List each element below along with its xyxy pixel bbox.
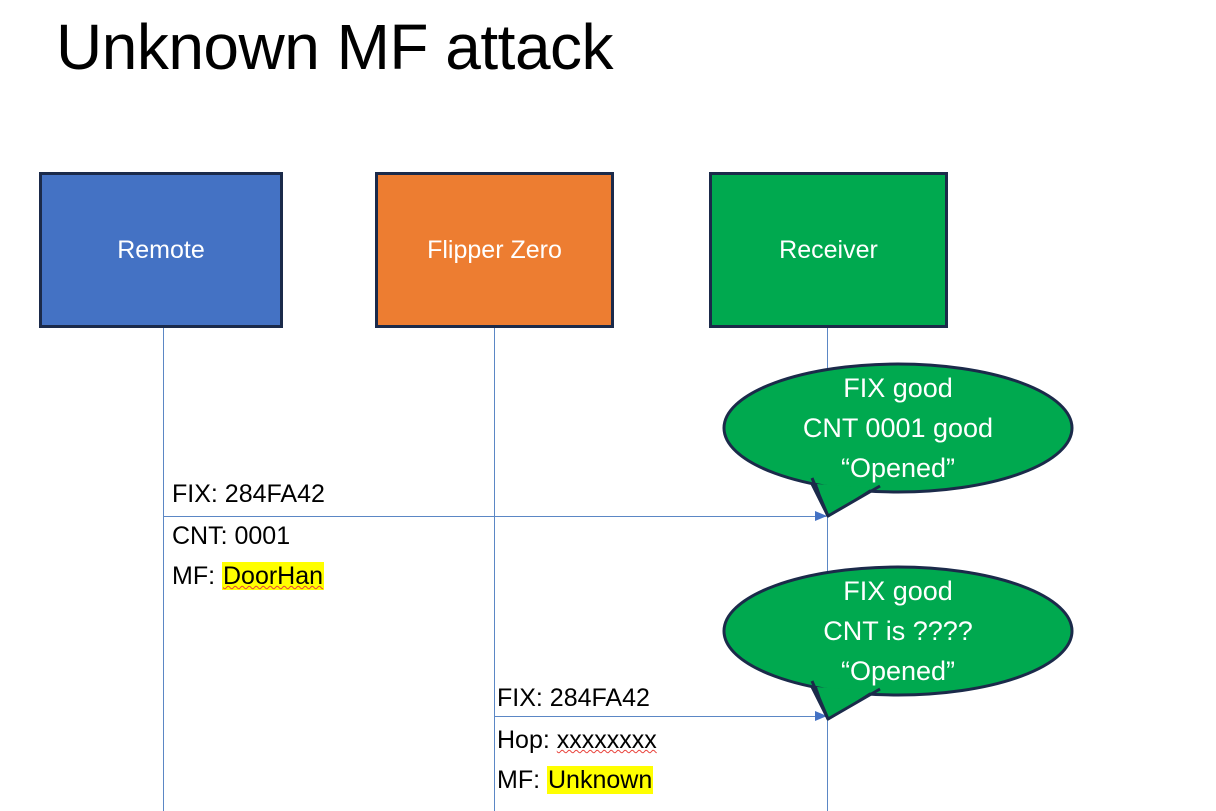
message-arrow-remote-to-receiver — [163, 511, 827, 521]
speech-bubble-receiver-response-1: FIX good CNT 0001 good “Opened” — [722, 360, 1074, 520]
actor-box-remote[interactable]: Remote — [39, 172, 283, 328]
message-label-flipper-to-receiver: FIX: 284FA42 Hop: xxxxxxxx MF: Unknown — [497, 678, 657, 800]
message-line-label: MF: — [172, 562, 222, 590]
message-line-label: MF: — [497, 766, 547, 794]
message-line-value: 284FA42 — [224, 480, 325, 508]
actor-label-remote: Remote — [117, 236, 205, 264]
message-arrow-flipper-to-receiver — [494, 711, 827, 721]
message-line: MF: DoorHan — [172, 556, 325, 596]
page-title: Unknown MF attack — [56, 11, 614, 83]
message-line: Hop: xxxxxxxx — [497, 720, 657, 760]
message-line: CNT: 0001 — [172, 516, 325, 556]
actor-box-flipper[interactable]: Flipper Zero — [375, 172, 614, 328]
message-line-label: Hop: — [497, 726, 557, 754]
message-line-value: xxxxxxxx — [556, 726, 657, 754]
speech-bubble-receiver-response-2: FIX good CNT is ???? “Opened” — [722, 563, 1074, 723]
message-line-value: 0001 — [234, 522, 291, 550]
lifeline-remote — [163, 328, 164, 811]
message-line: FIX: 284FA42 — [172, 474, 325, 514]
message-label-remote-to-receiver: FIX: 284FA42 CNT: 0001 MF: DoorHan — [172, 474, 325, 596]
actor-label-receiver: Receiver — [779, 236, 878, 264]
lifeline-flipper — [494, 328, 495, 811]
message-line-label: FIX: — [172, 480, 225, 508]
message-line-value-highlighted: DoorHan — [222, 562, 325, 590]
message-line-value: 284FA42 — [549, 684, 650, 712]
message-line: MF: Unknown — [497, 760, 657, 800]
message-line-label: CNT: — [172, 522, 235, 550]
lifeline-receiver — [827, 328, 828, 811]
speech-bubble-shape — [722, 565, 1074, 721]
message-line: FIX: 284FA42 — [497, 678, 657, 718]
actor-box-receiver[interactable]: Receiver — [709, 172, 948, 328]
message-line-value-highlighted: Unknown — [547, 766, 654, 794]
message-line-label: FIX: — [497, 684, 550, 712]
actor-label-flipper: Flipper Zero — [427, 236, 562, 264]
speech-bubble-shape — [722, 362, 1074, 518]
